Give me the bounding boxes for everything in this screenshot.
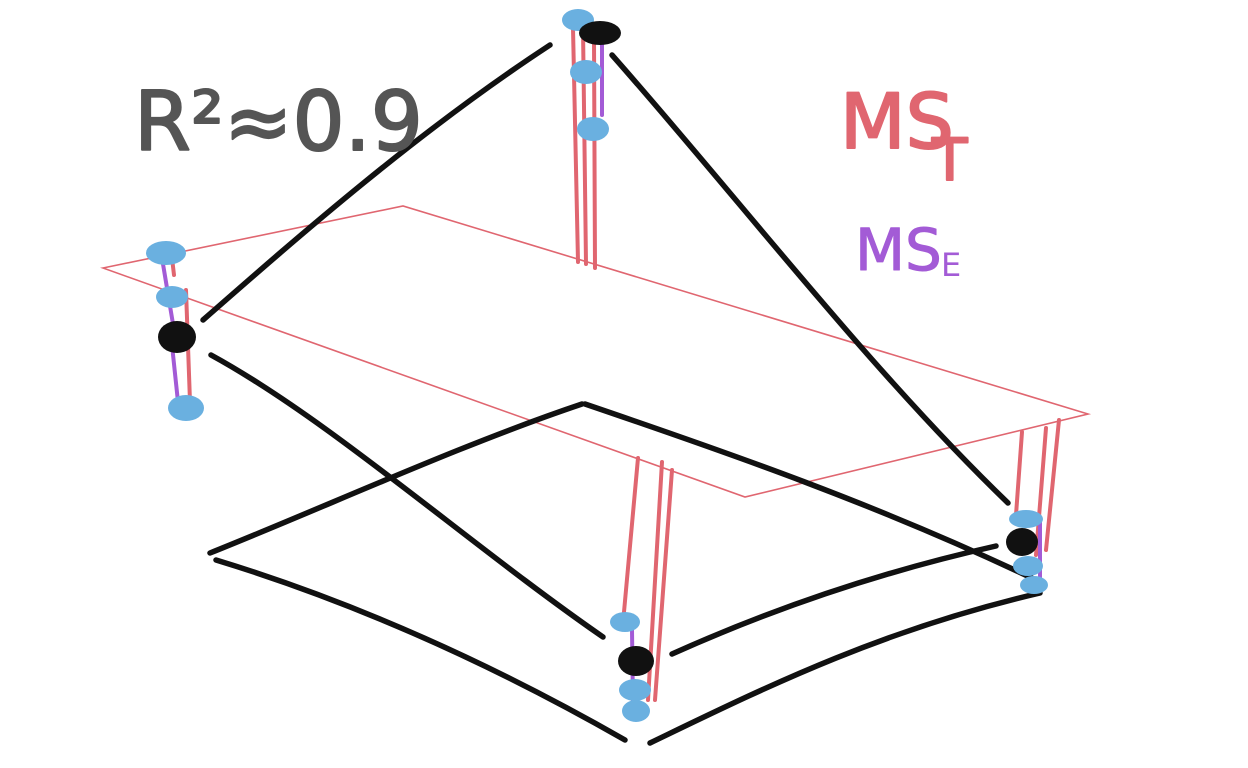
mst-label: MS xyxy=(840,77,954,166)
deviations-right xyxy=(1014,418,1061,582)
mse-label: MS xyxy=(855,216,942,284)
mse-subscript: E xyxy=(941,246,961,284)
mst-subscript: T xyxy=(931,126,968,194)
fitted-points xyxy=(158,21,1038,676)
base-square xyxy=(207,401,1043,746)
r-squared-label: R²≈0.9 xyxy=(134,75,423,170)
observed-points xyxy=(146,9,1048,722)
fitted-surface xyxy=(200,42,1011,657)
